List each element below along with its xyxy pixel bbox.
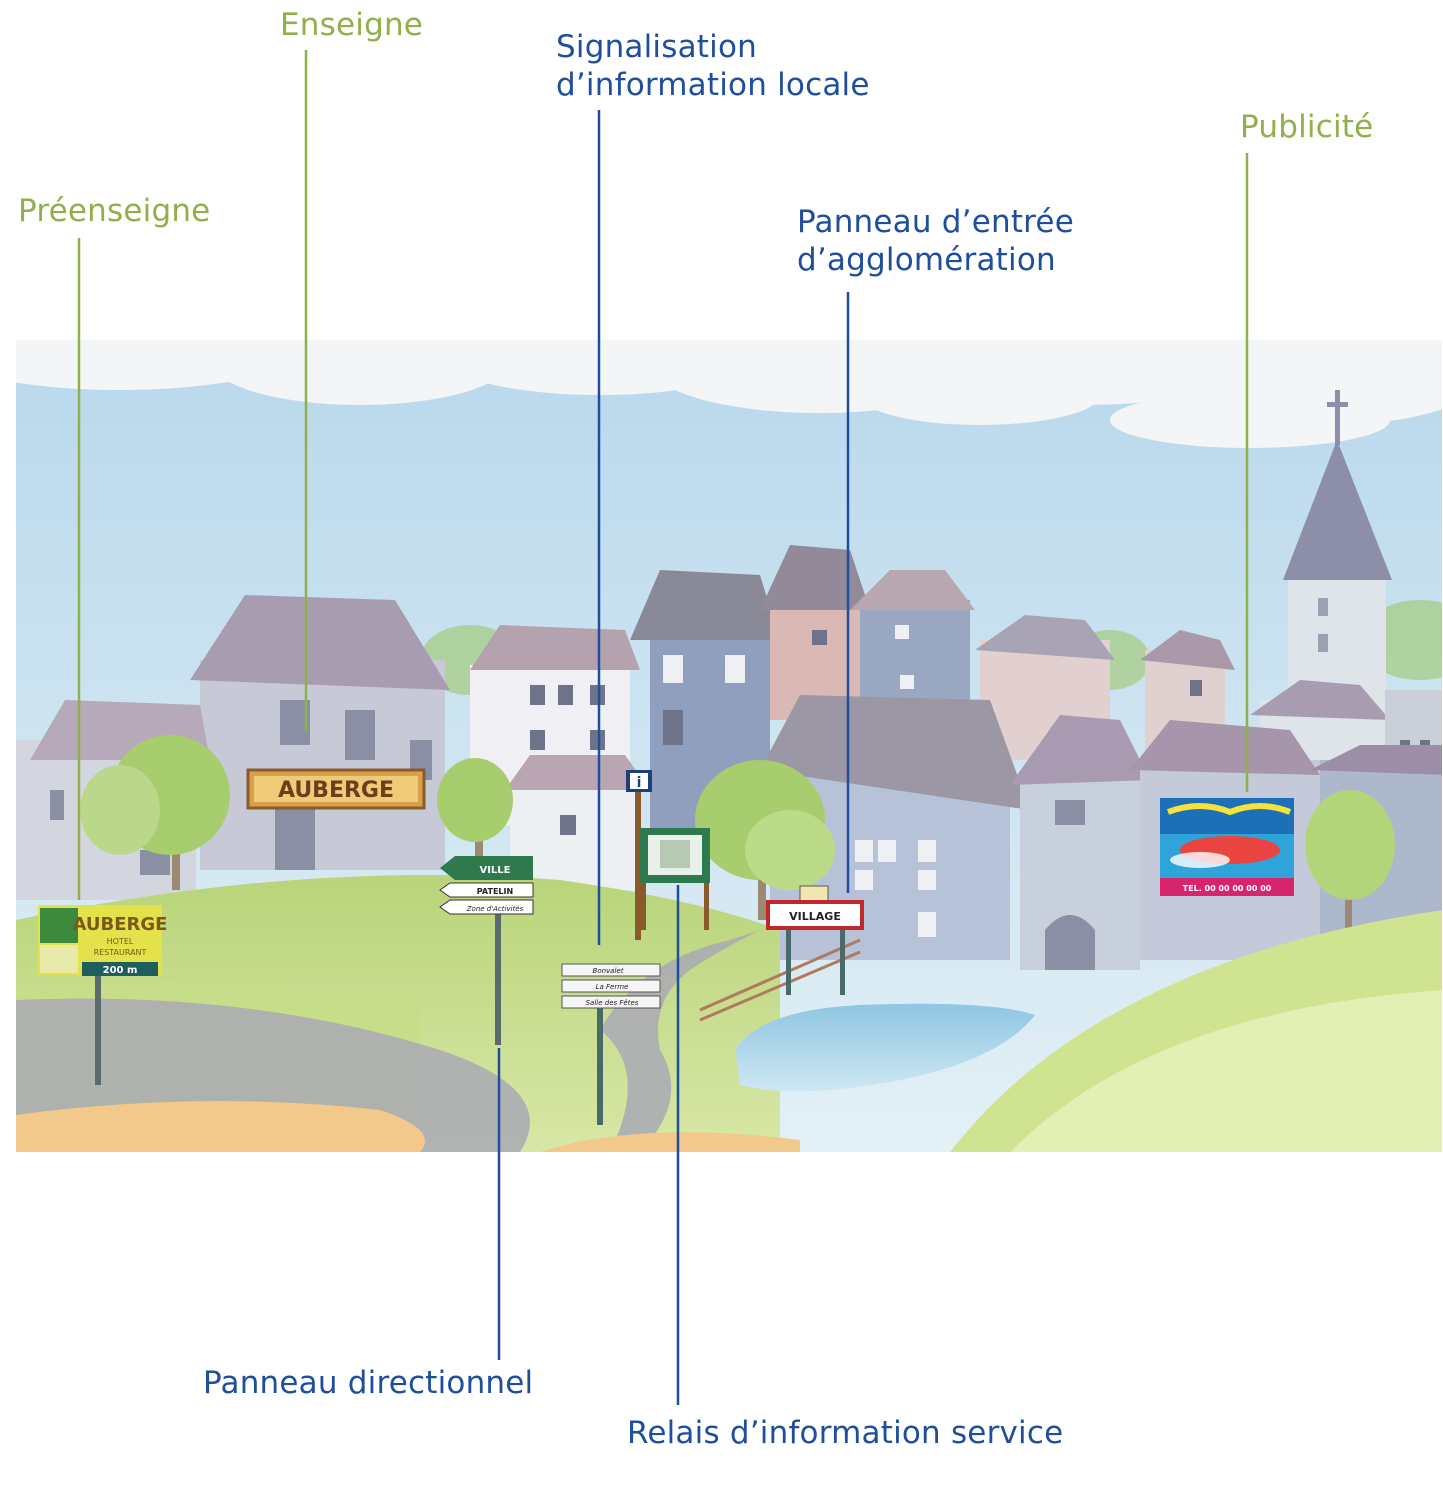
label-preenseigne: Préenseigne	[18, 192, 210, 230]
village-entry-sign-text: VILLAGE	[789, 910, 841, 923]
label-directionnel: Panneau directionnel	[203, 1364, 533, 1402]
enseigne-sign: AUBERGE	[246, 768, 426, 810]
preenseigne-sign-sub2: RESTAURANT	[94, 948, 147, 957]
village-entry-sign: VILLAGE	[766, 885, 864, 995]
label-entree-agglomeration: Panneau d’entrée d’agglomération	[797, 203, 1074, 279]
sil-sign-2: La Ferme	[596, 983, 629, 991]
landscape	[16, 340, 1442, 1152]
billboard: TEL. 00 00 00 00 00	[1160, 798, 1294, 896]
ris-panel: i	[626, 770, 710, 940]
label-publicite-text: Publicité	[1240, 109, 1374, 145]
trees	[80, 735, 1395, 940]
label-entree-line1: Panneau d’entrée	[797, 204, 1074, 240]
enseigne-sign-text: AUBERGE	[278, 778, 394, 803]
preenseigne-sign-title: AUBERGE	[73, 914, 168, 935]
label-signalisation-line1: Signalisation	[556, 29, 757, 65]
directional-sign: VILLE PATELIN Zone d'Activités	[439, 856, 534, 1045]
label-preenseigne-text: Préenseigne	[18, 193, 211, 229]
billboard-phone: TEL. 00 00 00 00 00	[1183, 884, 1272, 893]
label-relais-text: Relais d’information service	[627, 1415, 1064, 1451]
leader-lines	[77, 50, 1249, 1405]
svg-text:i: i	[637, 775, 642, 791]
sil-sign-3: Salle des Fêtes	[586, 999, 639, 1007]
clouds	[16, 340, 1442, 448]
label-directionnel-text: Panneau directionnel	[203, 1365, 534, 1401]
directional-sign-patelin: PATELIN	[477, 887, 513, 896]
label-signalisation: Signalisation d’information locale	[556, 28, 870, 104]
preenseigne-sign-distance: 200 m	[103, 965, 138, 976]
label-enseigne: Enseigne	[280, 6, 423, 44]
label-signalisation-line2: d’information locale	[556, 67, 870, 103]
directional-sign-ville: VILLE	[479, 865, 510, 876]
sil-sign-1: Bonvalet	[593, 967, 624, 975]
label-publicite: Publicité	[1240, 108, 1373, 146]
label-relais: Relais d’information service	[627, 1414, 1063, 1452]
preenseigne-sign: AUBERGE HOTEL RESTAURANT 200 m	[38, 905, 167, 1085]
label-enseigne-text: Enseigne	[280, 7, 424, 43]
directional-sign-zone: Zone d'Activités	[466, 905, 524, 913]
label-entree-line2: d’agglomération	[797, 242, 1056, 278]
sil-sign: Bonvalet La Ferme Salle des Fêtes	[561, 963, 661, 1125]
preenseigne-sign-sub1: HOTEL	[107, 937, 134, 946]
